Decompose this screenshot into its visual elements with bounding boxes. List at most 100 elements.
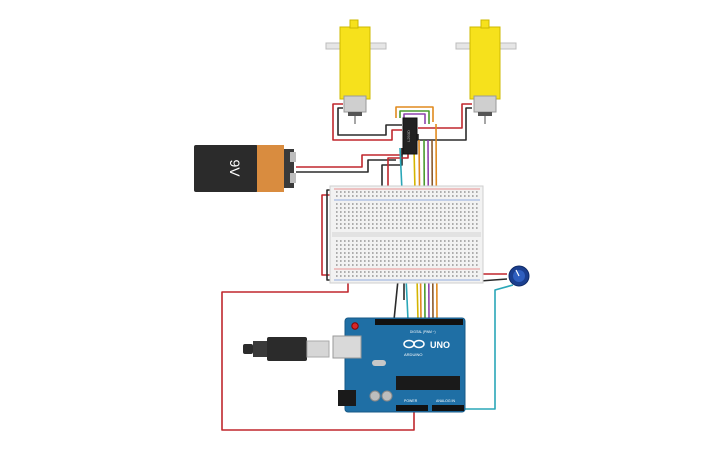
breadboard-hole bbox=[428, 195, 430, 197]
breadboard-hole bbox=[344, 271, 346, 273]
breadboard-hole bbox=[444, 203, 446, 205]
arduino-reset-button[interactable] bbox=[351, 322, 359, 330]
breadboard-hole bbox=[412, 260, 414, 262]
breadboard-hole bbox=[388, 275, 390, 277]
motor-right[interactable] bbox=[455, 19, 517, 124]
breadboard-hole bbox=[336, 227, 338, 229]
breadboard-hole bbox=[468, 207, 470, 209]
breadboard-hole bbox=[424, 215, 426, 217]
breadboard-hole bbox=[344, 215, 346, 217]
breadboard-hole bbox=[360, 191, 362, 193]
breadboard-hole bbox=[408, 215, 410, 217]
breadboard-hole bbox=[404, 219, 406, 221]
breadboard-hole bbox=[464, 215, 466, 217]
breadboard-hole bbox=[340, 215, 342, 217]
breadboard-hole bbox=[436, 260, 438, 262]
breadboard-hole bbox=[448, 248, 450, 250]
breadboard-hole bbox=[396, 264, 398, 266]
wire-green-loop bbox=[399, 110, 430, 124]
breadboard-hole bbox=[364, 252, 366, 254]
breadboard-hole bbox=[348, 215, 350, 217]
motor-left-end bbox=[348, 112, 362, 116]
breadboard-hole bbox=[456, 248, 458, 250]
breadboard-hole bbox=[352, 191, 354, 193]
potentiometer[interactable] bbox=[508, 265, 530, 287]
breadboard[interactable] bbox=[329, 185, 484, 284]
breadboard-hole bbox=[348, 256, 350, 258]
breadboard-hole bbox=[392, 195, 394, 197]
breadboard-hole bbox=[360, 256, 362, 258]
battery-9v[interactable]: 9V bbox=[194, 145, 296, 192]
breadboard-hole bbox=[392, 271, 394, 273]
breadboard-hole bbox=[400, 191, 402, 193]
breadboard-hole bbox=[348, 271, 350, 273]
breadboard-hole bbox=[436, 215, 438, 217]
breadboard-hole bbox=[416, 203, 418, 205]
breadboard-hole bbox=[476, 219, 478, 221]
breadboard-hole bbox=[424, 260, 426, 262]
breadboard-hole bbox=[368, 191, 370, 193]
breadboard-hole bbox=[440, 207, 442, 209]
breadboard-hole bbox=[336, 264, 338, 266]
breadboard-hole bbox=[416, 195, 418, 197]
breadboard-hole bbox=[428, 271, 430, 273]
breadboard-hole bbox=[408, 211, 410, 213]
breadboard-hole bbox=[444, 244, 446, 246]
breadboard-hole bbox=[360, 227, 362, 229]
breadboard-hole bbox=[392, 260, 394, 262]
breadboard-hole bbox=[368, 203, 370, 205]
breadboard-hole bbox=[460, 264, 462, 266]
breadboard-hole bbox=[432, 260, 434, 262]
breadboard-hole bbox=[468, 223, 470, 225]
breadboard-hole bbox=[336, 211, 338, 213]
breadboard-hole bbox=[440, 264, 442, 266]
arduino-uno[interactable]: UNO ARDUINO POWER ANALOG IN DIGITAL (PWM… bbox=[332, 317, 466, 413]
breadboard-hole bbox=[468, 195, 470, 197]
breadboard-hole bbox=[460, 244, 462, 246]
breadboard-hole bbox=[368, 248, 370, 250]
breadboard-hole bbox=[428, 252, 430, 254]
breadboard-hole bbox=[360, 271, 362, 273]
breadboard-hole bbox=[404, 248, 406, 250]
breadboard-hole bbox=[460, 223, 462, 225]
breadboard-hole bbox=[348, 260, 350, 262]
breadboard-hole bbox=[448, 203, 450, 205]
breadboard-hole bbox=[432, 215, 434, 217]
breadboard-hole bbox=[416, 223, 418, 225]
breadboard-hole bbox=[432, 211, 434, 213]
breadboard-hole bbox=[428, 223, 430, 225]
breadboard-hole bbox=[356, 271, 358, 273]
breadboard-hole bbox=[352, 271, 354, 273]
breadboard-hole bbox=[448, 264, 450, 266]
breadboard-hole bbox=[352, 227, 354, 229]
breadboard-hole bbox=[436, 271, 438, 273]
breadboard-hole bbox=[452, 191, 454, 193]
breadboard-hole bbox=[392, 264, 394, 266]
breadboard-hole bbox=[412, 244, 414, 246]
motor-driver-ic[interactable]: L293D bbox=[402, 117, 418, 155]
breadboard-hole bbox=[432, 195, 434, 197]
breadboard-hole bbox=[372, 195, 374, 197]
breadboard-hole bbox=[420, 215, 422, 217]
breadboard-hole bbox=[452, 219, 454, 221]
breadboard-hole bbox=[424, 252, 426, 254]
motor-left[interactable] bbox=[325, 19, 387, 124]
breadboard-hole bbox=[388, 240, 390, 242]
breadboard-hole bbox=[372, 240, 374, 242]
breadboard-hole bbox=[364, 211, 366, 213]
breadboard-hole bbox=[432, 248, 434, 250]
breadboard-hole bbox=[460, 260, 462, 262]
breadboard-hole bbox=[372, 191, 374, 193]
breadboard-hole bbox=[416, 260, 418, 262]
breadboard-hole bbox=[468, 215, 470, 217]
breadboard-hole bbox=[476, 252, 478, 254]
breadboard-hole bbox=[420, 252, 422, 254]
breadboard-hole bbox=[352, 203, 354, 205]
breadboard-hole bbox=[344, 227, 346, 229]
breadboard-hole bbox=[340, 271, 342, 273]
breadboard-hole bbox=[432, 203, 434, 205]
breadboard-hole bbox=[472, 219, 474, 221]
breadboard-hole bbox=[464, 252, 466, 254]
breadboard-hole bbox=[468, 248, 470, 250]
breadboard-hole bbox=[460, 211, 462, 213]
